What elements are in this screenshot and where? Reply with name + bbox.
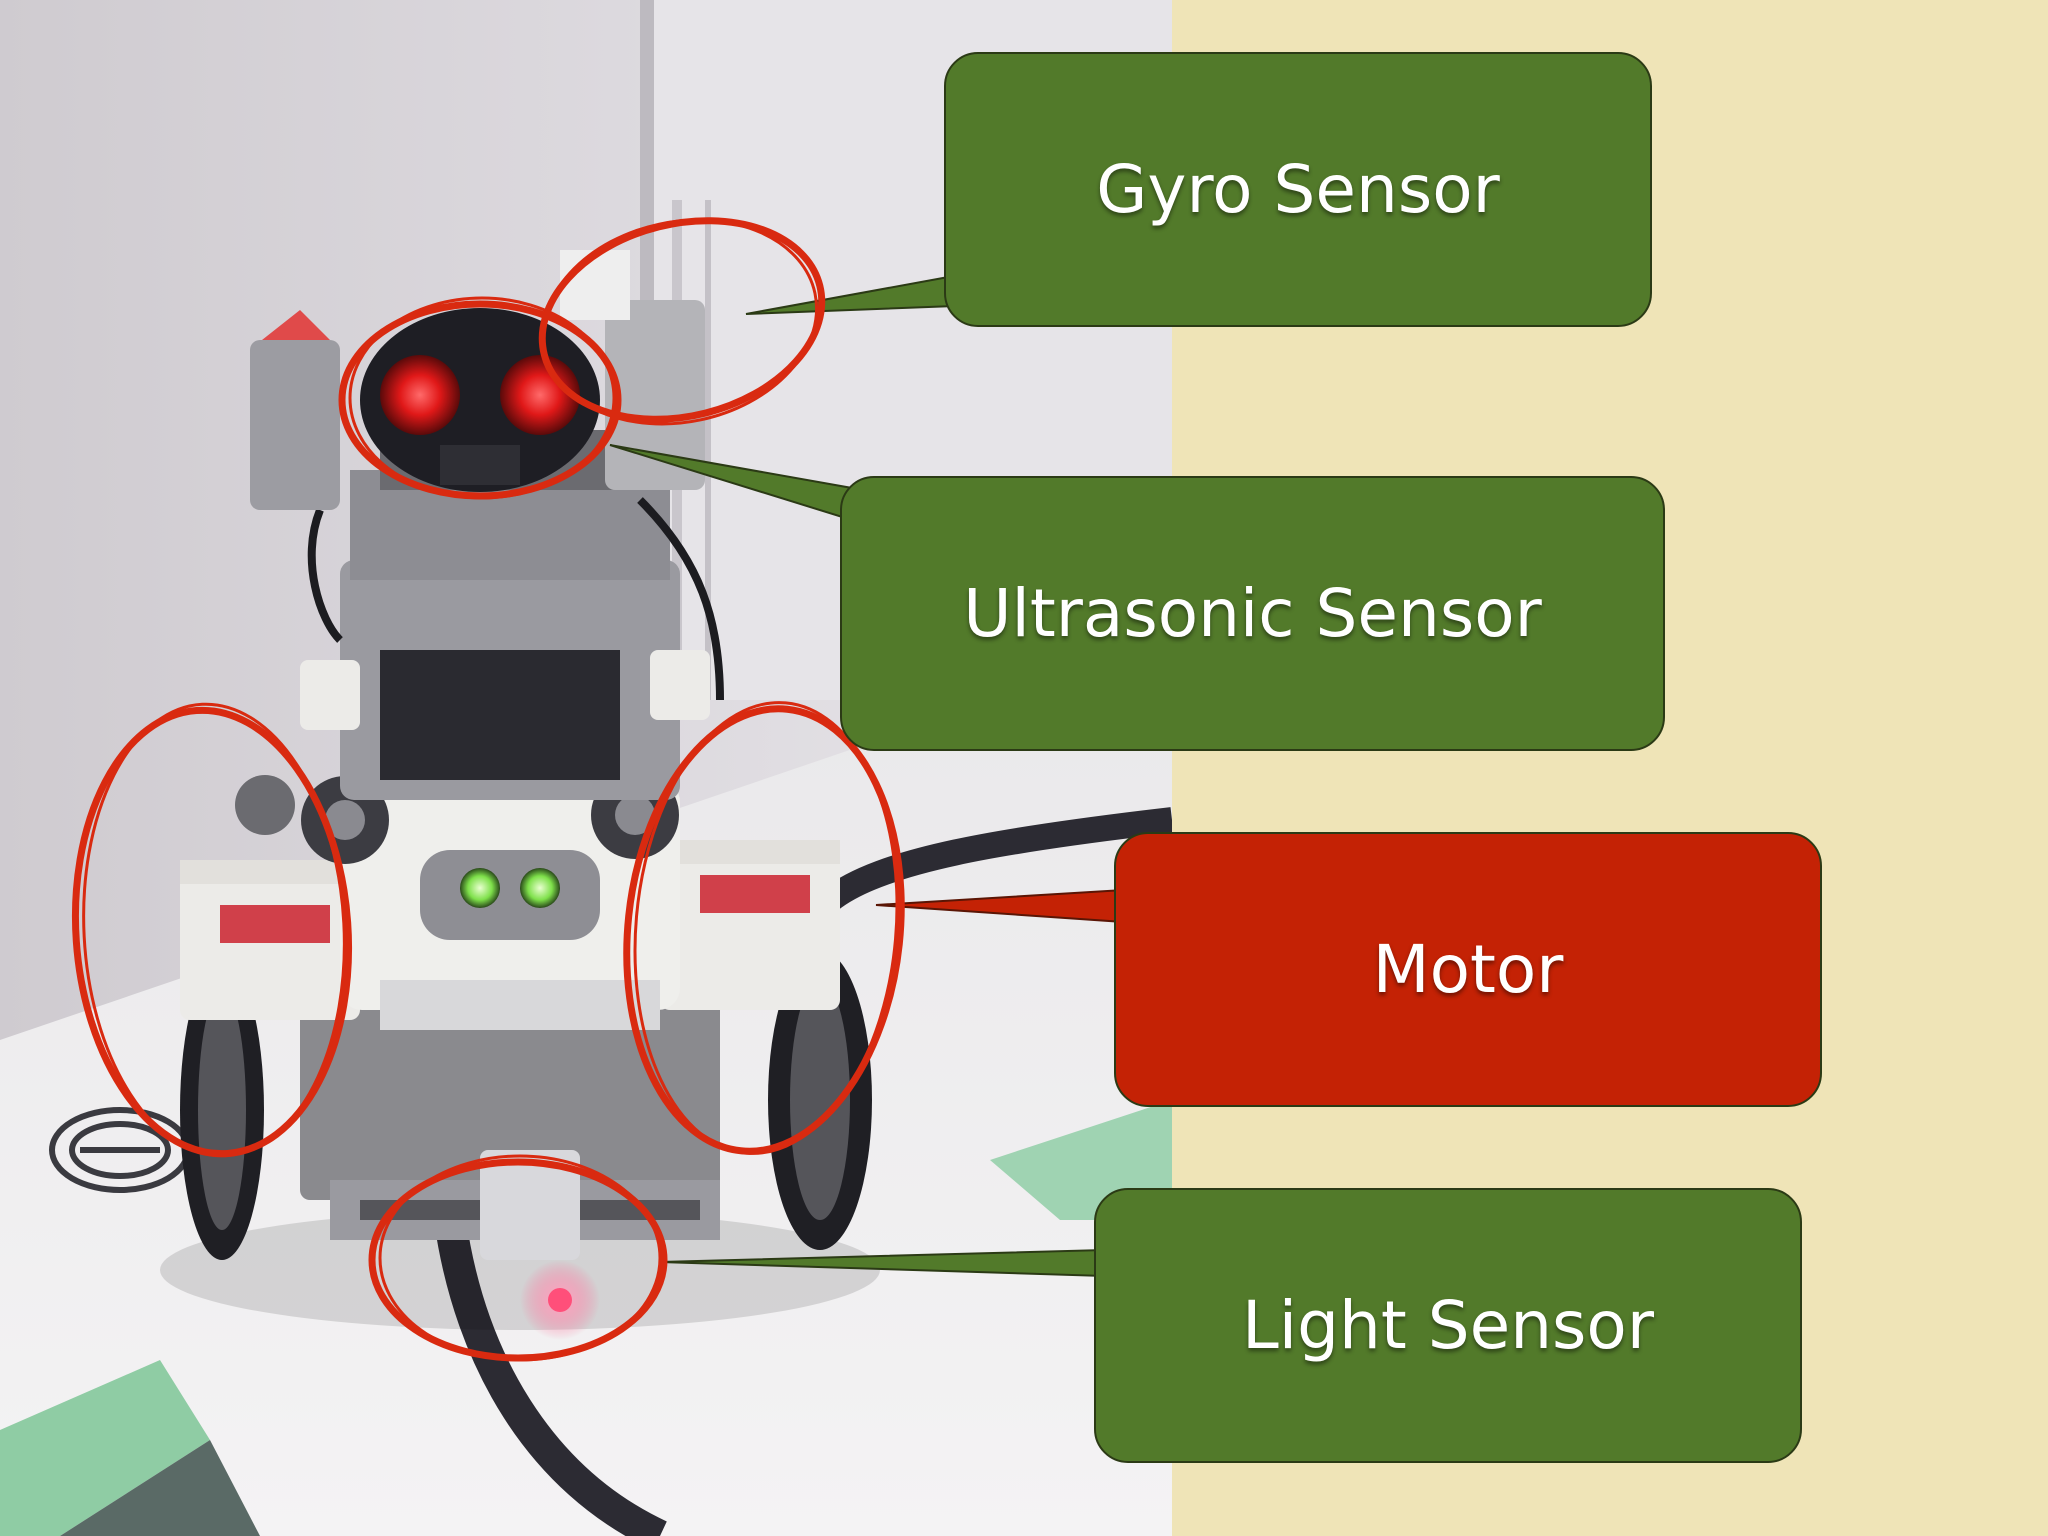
- gyro-sensor-label: Gyro Sensor: [1096, 151, 1500, 228]
- motor-callout: Motor: [1114, 832, 1822, 1107]
- gyro-sensor-callout: Gyro Sensor: [944, 52, 1652, 327]
- light-sensor-label: Light Sensor: [1242, 1287, 1654, 1364]
- ultrasonic-sensor-label: Ultrasonic Sensor: [963, 575, 1542, 652]
- motor-label: Motor: [1372, 931, 1564, 1008]
- light-sensor-callout: Light Sensor: [1094, 1188, 1802, 1463]
- ultrasonic-sensor-callout: Ultrasonic Sensor: [840, 476, 1665, 751]
